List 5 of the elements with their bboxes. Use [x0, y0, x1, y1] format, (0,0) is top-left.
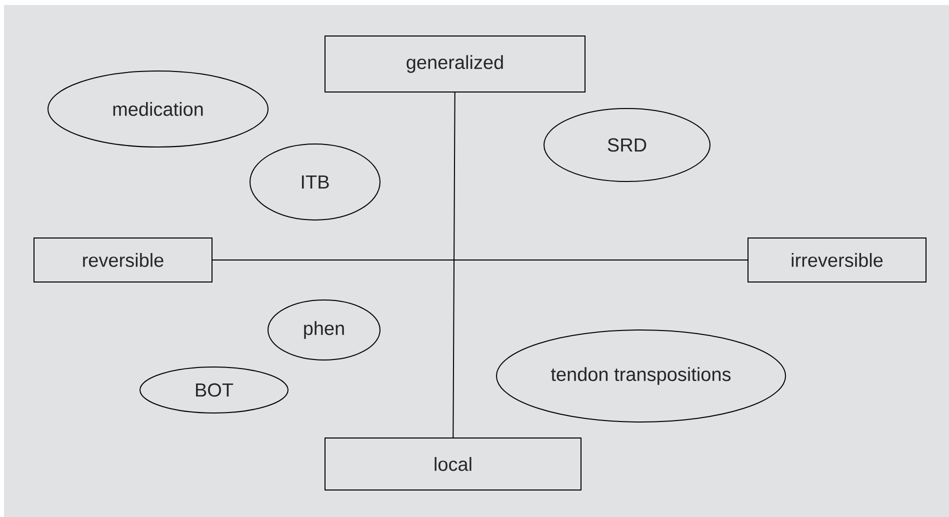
category-box: generalized: [324, 36, 586, 92]
axis-line: [452, 92, 456, 438]
category-box: local: [324, 438, 582, 490]
category-box: irreversible: [748, 238, 926, 282]
category-box: reversible: [34, 238, 212, 282]
